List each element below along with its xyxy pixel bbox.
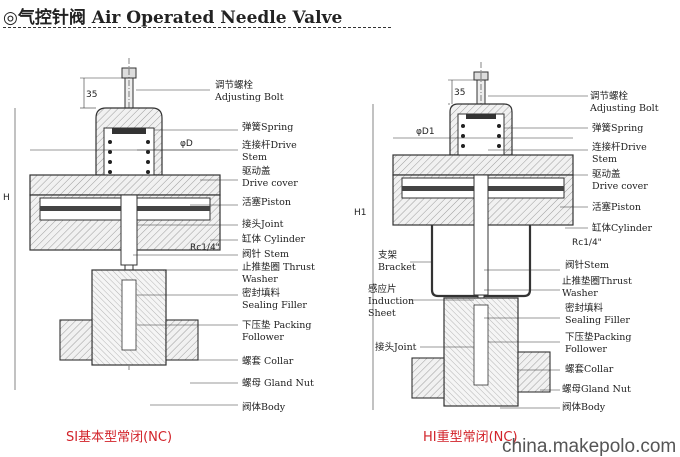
left-caption: SI基本型常闭(NC) xyxy=(66,430,172,445)
right-gland-nut-left xyxy=(411,357,445,399)
right-label-induction-cn: 感应片 xyxy=(368,283,397,295)
right-valve-drawing: 35 φD1 H1 Rc1/4" xyxy=(354,62,602,410)
right-label-spring: 弹簧Spring xyxy=(592,122,643,134)
right-caption: HI重型常闭(NC) xyxy=(423,429,518,445)
right-spring-icon xyxy=(461,124,501,148)
right-label-induction-en: Induction xyxy=(368,296,414,307)
left-label-packing-cn: 下压垫 Packing xyxy=(242,319,311,331)
right-label-body: 阀体Body xyxy=(562,401,606,413)
right-label-adjusting-bolt-en: Adjusting Bolt xyxy=(589,103,659,114)
right-label-sheet: Sheet xyxy=(368,308,396,319)
left-label-sealing-cn: 密封填料 xyxy=(242,287,281,299)
right-label-collar: 螺套Collar xyxy=(565,363,614,375)
right-stem xyxy=(473,174,489,296)
left-drive-cover xyxy=(29,174,221,196)
right-dim-diameter: φD1 xyxy=(416,127,435,137)
left-label-drive-cover-en: Drive cover xyxy=(242,178,298,189)
left-label-adjusting-bolt-en: Adjusting Bolt xyxy=(214,92,284,103)
right-label-piston: 活塞Piston xyxy=(592,201,641,213)
right-dim-top: 35 xyxy=(454,88,465,98)
right-label-packing-en: Follower xyxy=(565,344,607,355)
left-label-piston: 活塞Piston xyxy=(242,196,291,208)
page-title: ◎气控针阀 Air Operated Needle Valve xyxy=(3,3,342,28)
title-cn: 气控针阀 xyxy=(17,8,86,28)
right-dim-height: H1 xyxy=(354,208,367,218)
right-label-joint: 接头Joint xyxy=(375,341,417,353)
left-dim-diameter: φD xyxy=(180,139,193,149)
left-label-drive-cover-cn: 驱动盖 xyxy=(242,165,271,177)
left-label-drive-stem-en: Stem xyxy=(242,152,267,163)
title-underline xyxy=(3,27,391,28)
left-label-joint: 接头Joint xyxy=(242,218,284,230)
right-label-drive-cover-cn: 驱动盖 xyxy=(592,168,621,180)
title-symbol: ◎ xyxy=(3,8,18,28)
right-label-sealing-cn: 密封填料 xyxy=(565,302,604,314)
left-gland-nut-left xyxy=(59,319,93,361)
left-stem xyxy=(120,194,138,266)
watermark: china.makepolo.com xyxy=(502,436,676,457)
right-label-sealing-en: Sealing Filler xyxy=(565,315,630,326)
right-label-drive-stem-cn: 连接杆Drive xyxy=(592,141,647,153)
left-valve-drawing: 35 φD H Rc1/4" xyxy=(3,58,238,406)
right-drive-cover xyxy=(392,154,574,176)
left-label-drive-stem-cn: 连接杆Drive xyxy=(242,139,297,151)
title-en: Air Operated Needle Valve xyxy=(91,8,343,28)
right-label-bracket-cn: 支架 xyxy=(378,249,398,261)
left-label-collar: 螺套 Collar xyxy=(242,355,294,367)
left-dim-top: 35 xyxy=(86,90,97,100)
right-label-drive-cover-en: Drive cover xyxy=(592,181,648,192)
right-dim-port: Rc1/4" xyxy=(572,238,602,248)
left-labels: 调节螺栓 Adjusting Bolt 弹簧Spring 连接杆Drive St… xyxy=(214,79,315,413)
left-label-cylinder: 缸体 Cylinder xyxy=(242,233,306,245)
left-label-stem: 阀针 Stem xyxy=(242,248,289,260)
left-label-gland-nut: 螺母 Gland Nut xyxy=(242,378,314,389)
right-label-gland-nut: 螺母Gland Nut xyxy=(562,384,631,395)
right-label-adjusting-bolt-cn: 调节螺栓 xyxy=(590,90,629,102)
left-spring-icon xyxy=(108,140,150,174)
left-label-packing-en: Follower xyxy=(242,332,284,343)
left-label-sealing-en: Sealing Filler xyxy=(242,300,307,311)
left-label-thrust-cn: 止推垫圈 Thrust xyxy=(242,261,315,273)
right-label-packing-cn: 下压垫Packing xyxy=(565,331,631,343)
right-label-drive-stem-en: Stem xyxy=(592,154,617,165)
left-label-spring: 弹簧Spring xyxy=(242,121,293,133)
right-label-thrust-cn: 止推垫圈Thrust xyxy=(562,275,632,287)
left-label-thrust-en: Washer xyxy=(242,274,278,285)
right-label-bracket-en: Bracket xyxy=(378,262,416,273)
right-label-thrust-en: Washer xyxy=(562,288,598,299)
left-label-adjusting-bolt-cn: 调节螺栓 xyxy=(215,79,254,91)
left-dim-height: H xyxy=(3,193,10,203)
left-dim-port: Rc1/4" xyxy=(190,243,220,253)
right-gland-nut-right xyxy=(517,351,551,393)
right-label-stem: 阀针Stem xyxy=(565,259,609,271)
left-label-body: 阀体Body xyxy=(242,401,286,413)
left-gland-nut-right xyxy=(165,319,199,361)
right-label-cylinder: 缸体Cylinder xyxy=(592,222,653,234)
right-labels: 调节螺栓 Adjusting Bolt 弹簧Spring 连接杆Drive St… xyxy=(368,90,659,413)
